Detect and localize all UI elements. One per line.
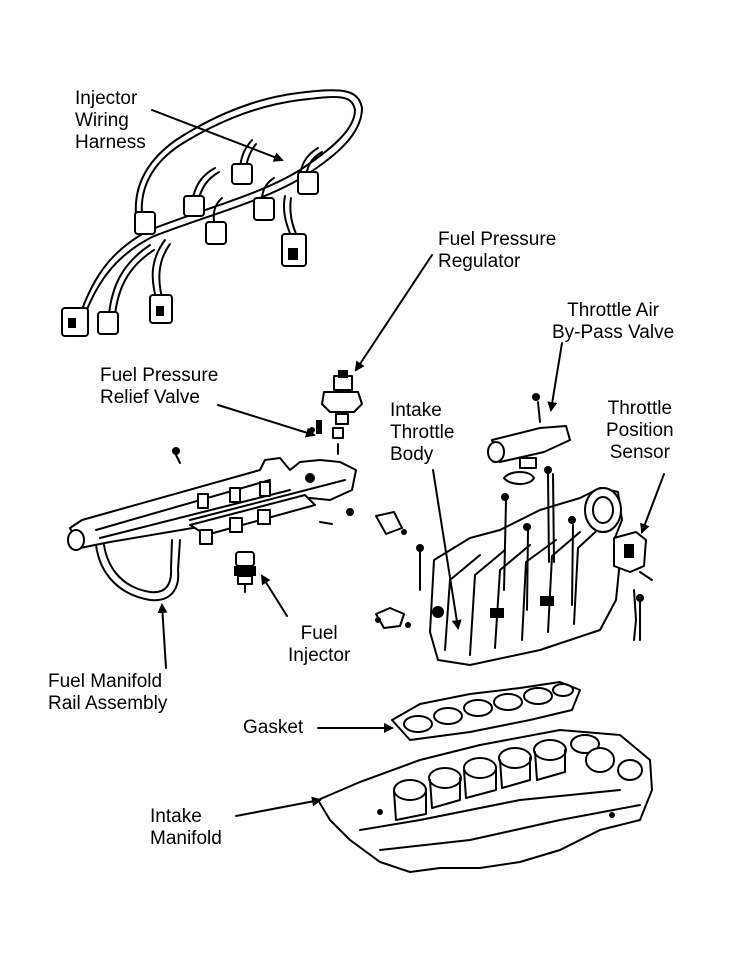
fuel-pressure-regulator [316,370,363,455]
label-fuel-pressure-regulator: Fuel Pressure Regulator [438,229,557,272]
gasket-part [391,681,581,741]
label-intake-throttle-body: Intake Throttle Body [390,400,455,465]
label-throttle-air-bypass-valve: Throttle Air By-Pass Valve [552,300,675,343]
upper-intake-throttle-body [375,466,644,666]
arrow-throttle-position-sensor [640,473,665,534]
fuel-injector-part [234,551,256,593]
throttle-position-sensor [613,531,653,581]
label-throttle-position-sensor: Throttle Position Sensor [606,398,674,463]
label-fuel-injector: Fuel Injector [288,623,351,666]
arrow-throttle-air-bypass-valve [547,342,563,412]
arrow-intake-throttle-body [432,469,462,630]
arrow-fuel-pressure-relief-valve [217,404,316,438]
label-injector-wiring-harness: Injector Wiring Harness [75,88,146,153]
label-fuel-pressure-relief-valve: Fuel Pressure Relief Valve [100,365,219,408]
label-intake-manifold: Intake Manifold [150,806,222,849]
throttle-air-bypass-valve [487,393,571,485]
lower-intake-manifold [317,729,653,873]
fuel-manifold-rail [67,427,357,602]
arrow-fuel-manifold-rail-assembly [157,603,168,669]
arrow-fuel-injector [260,574,288,617]
arrow-intake-manifold [235,796,322,817]
injector-wiring-harness [61,89,363,337]
label-gasket: Gasket [243,717,304,738]
label-fuel-manifold-rail-assembly: Fuel Manifold Rail Assembly [48,671,168,714]
leader-arrows [151,109,665,817]
arrow-injector-wiring-harness [151,109,284,162]
arrow-fuel-pressure-regulator [354,254,433,372]
